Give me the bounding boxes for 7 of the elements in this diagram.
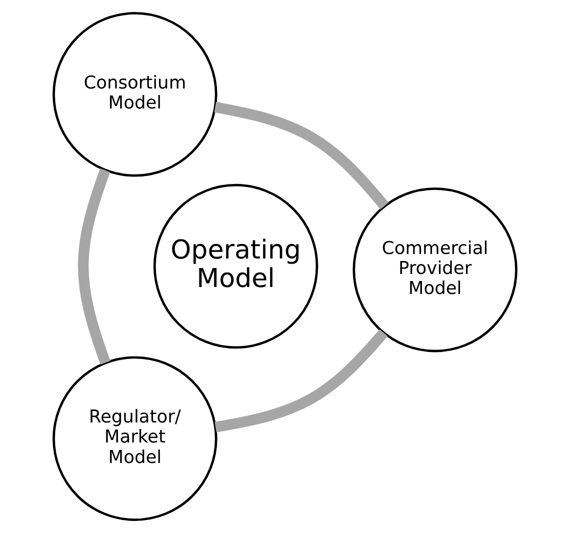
node-circle: Operating Model — [153, 184, 318, 349]
connector — [78, 168, 110, 364]
node-circle: Consortium Model — [52, 12, 218, 177]
connector — [214, 329, 388, 432]
node-circle: Commercial Provider Model — [352, 187, 518, 352]
connector — [214, 102, 389, 210]
node-circle: Regulator/ Market Model — [52, 356, 218, 521]
